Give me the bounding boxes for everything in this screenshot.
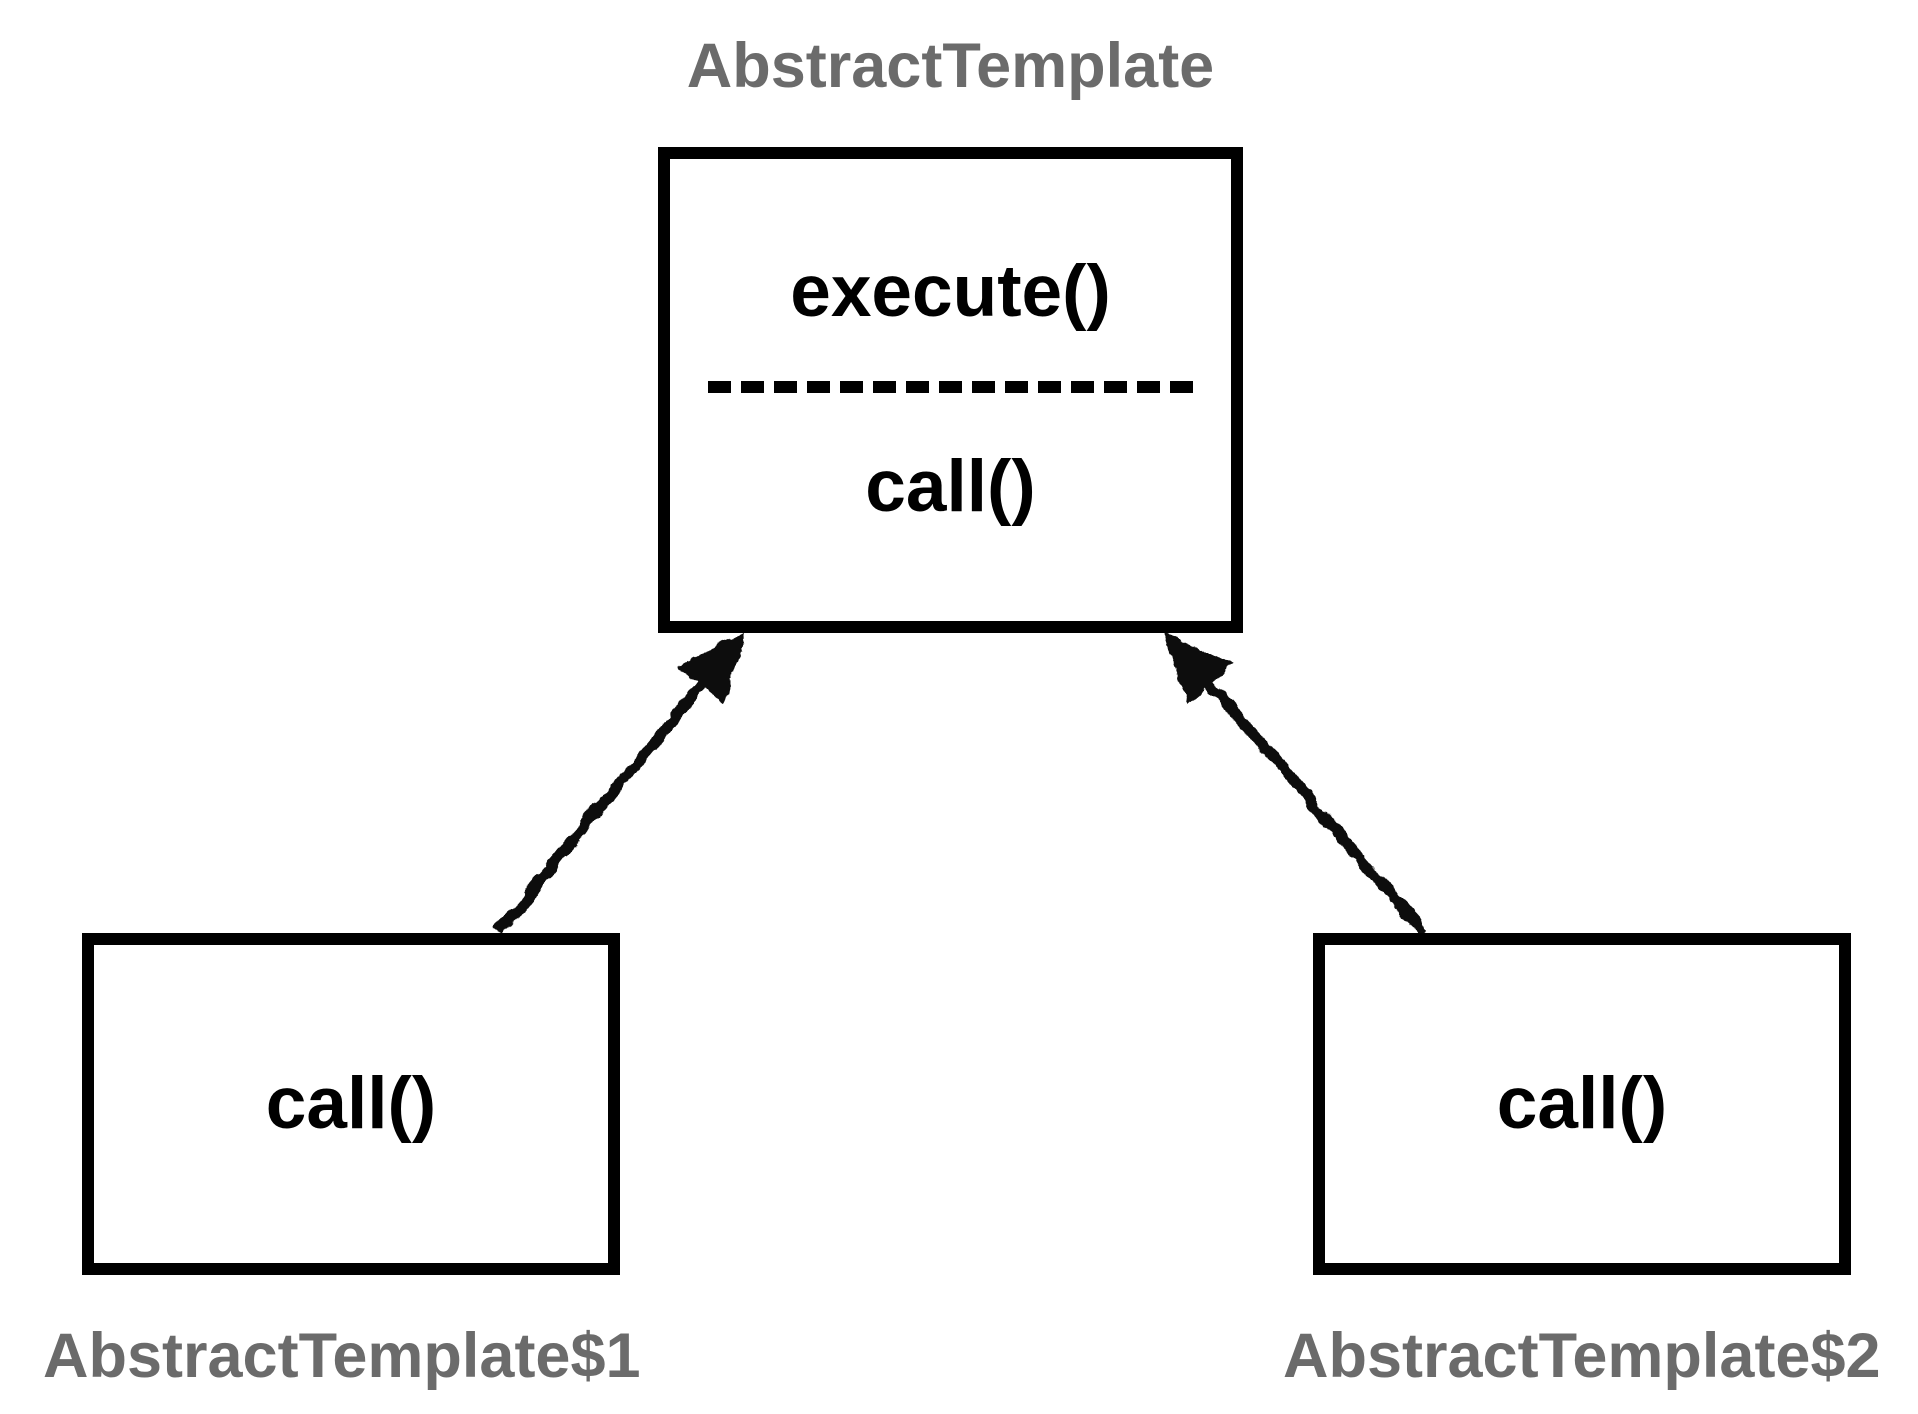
parent-method-call: call() [865, 446, 1036, 527]
subclass1-method-call: call() [265, 1062, 437, 1144]
parent-class-box: execute() call() [658, 147, 1243, 633]
parent-class-name: AbstractTemplate [686, 31, 1215, 101]
method-separator-dashed [708, 381, 1193, 393]
subclass1-box: call() [82, 933, 620, 1275]
inheritance-arrow-right [1164, 632, 1428, 937]
inheritance-arrow-left [493, 632, 746, 937]
subclass2-box: call() [1313, 933, 1851, 1275]
subclass2-name: AbstractTemplate$2 [1283, 1321, 1881, 1391]
subclass1-name: AbstractTemplate$1 [43, 1321, 641, 1391]
subclass2-method-call: call() [1496, 1062, 1668, 1144]
parent-method-execute: execute() [790, 251, 1111, 333]
